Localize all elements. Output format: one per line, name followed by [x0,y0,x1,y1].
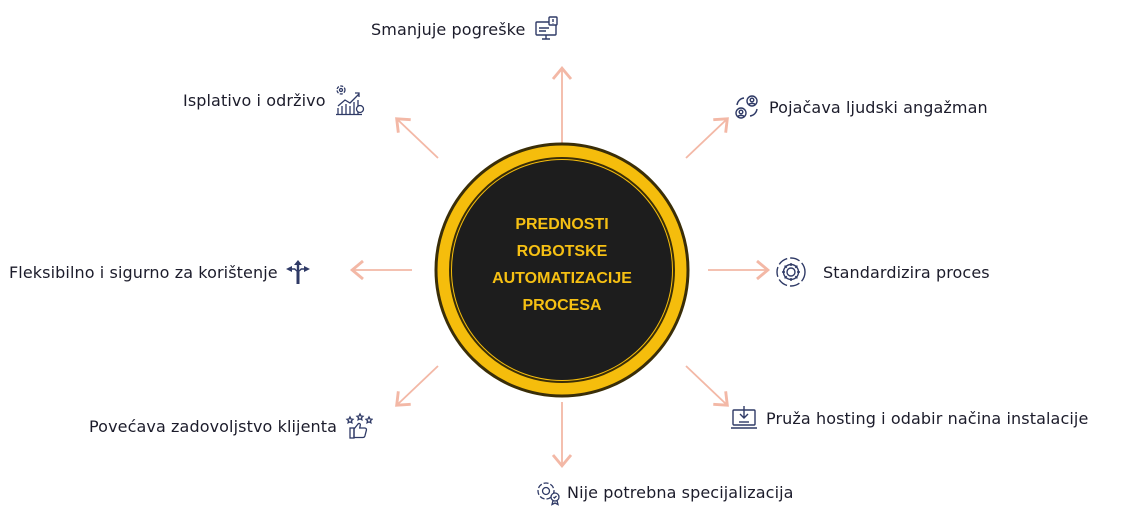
split-arrows-icon [284,258,312,286]
gear-icon [775,256,807,288]
benefit-label: Pojačava ljudski angažman [769,97,988,117]
arrow-up-left [395,117,439,159]
hub-core [452,160,672,380]
hub-inner-ring [449,157,675,383]
benefit-standardizes-process: Standardizira proces [775,256,990,288]
thumbs-up-stars-icon [345,412,374,440]
people-cycle-icon [733,93,761,121]
benefit-label: Smanjuje pogreške [371,19,526,39]
benefit-no-specialization: Nije potrebna specijalizacija [535,478,794,506]
hub-title-line-2: ROBOTSKE [517,243,608,260]
benefit-hosting-install: Pruža hosting i odabir načina instalacij… [730,404,1088,432]
benefit-cost-effective: Isplativo i održivo [183,84,366,116]
growth-chart-icon [334,84,366,116]
benefit-label: Isplativo i održivo [183,90,326,110]
benefit-human-engagement: Pojačava ljudski angažman [733,93,988,121]
benefit-reduces-errors: Smanjuje pogreške [371,15,561,43]
benefit-flexible-safe: Fleksibilno i sigurno za korištenje [9,258,312,286]
arrow-up-right [685,117,729,159]
hub-title-line-1: PREDNOSTI [515,216,608,233]
benefit-label: Nije potrebna specijalizacija [567,482,794,502]
benefit-label: Fleksibilno i sigurno za korištenje [9,262,278,282]
hub-title-line-4: PROCESA [522,297,602,314]
benefit-client-satisfaction: Povećava zadovoljstvo klijenta [89,412,374,440]
computer-error-icon [533,15,561,43]
download-monitor-icon [730,404,758,432]
arrow-down-right [685,365,729,407]
benefit-label: Standardizira proces [823,262,990,282]
hub-title-line-3: AUTOMATIZACIJE [492,270,632,287]
arrow-down-left [395,365,439,407]
benefit-label: Pruža hosting i odabir načina instalacij… [766,408,1089,428]
benefit-label: Povećava zadovoljstvo klijenta [89,416,338,436]
gear-certificate-icon [535,478,563,506]
